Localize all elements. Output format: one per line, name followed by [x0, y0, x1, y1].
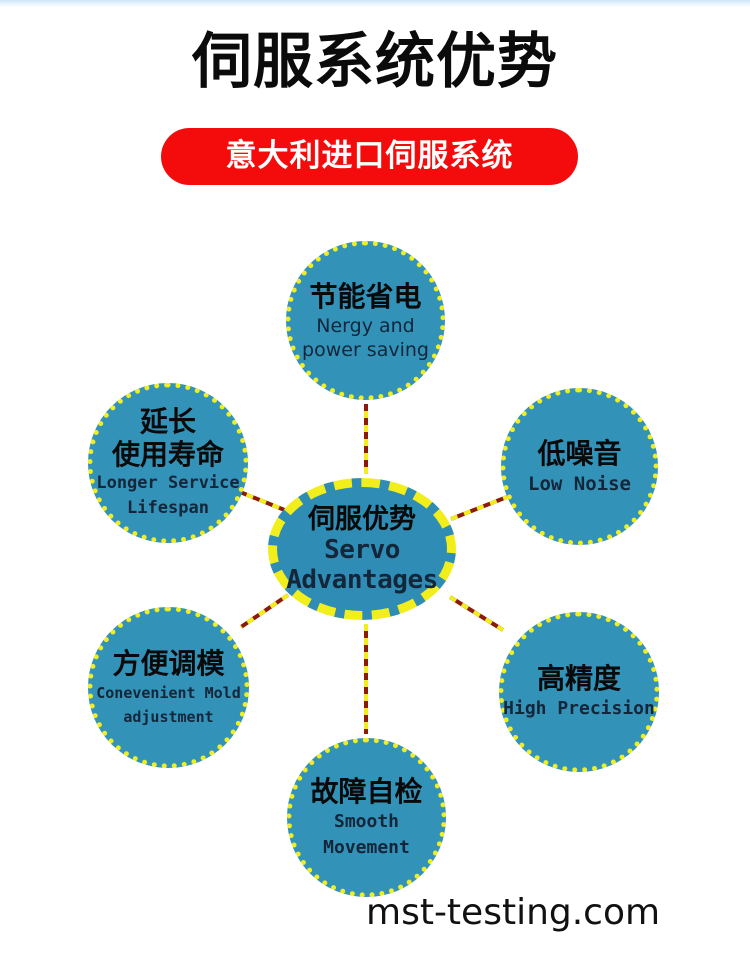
- hub-subtitle-en-line2: Advantages: [286, 564, 438, 595]
- node-title-cn: 高精度: [536, 662, 621, 695]
- node-subtitle-en-line1: Smooth: [333, 810, 400, 832]
- top-gradient-strip: [0, 0, 750, 7]
- connector-dash-hub-to-lower-right: [448, 595, 505, 632]
- page-title: 伺服系统优势: [192, 27, 558, 97]
- node-subtitle-en-line1: Nergy and: [316, 314, 415, 337]
- hub-title-cn: 伺服优势: [308, 503, 416, 535]
- node-title-cn: 低噪音: [537, 436, 622, 470]
- node-title-cn: 节能省电: [309, 279, 422, 313]
- diagram-node-convenient-mold-adjustment[interactable]: 方便调模 Conevenient Mold adjustment: [88, 607, 249, 768]
- hub-subtitle-en-line1: Servo: [324, 534, 400, 565]
- connector-dash-hub-to-lower-left: [239, 593, 290, 629]
- diagram-hub-servo-advantages[interactable]: 伺服优势 Servo Advantages: [268, 478, 456, 620]
- connector-dash-hub-to-upper-right: [450, 495, 508, 521]
- node-subtitle-en-line2: power saving: [302, 338, 429, 361]
- node-subtitle-en-line1: High Precision: [503, 698, 655, 719]
- diagram-node-longer-service-lifespan[interactable]: 延长 使用寿命 Longer Service Lifespan: [88, 383, 248, 543]
- subtitle-badge: 意大利进口伺服系统: [161, 128, 578, 185]
- node-subtitle-en-line1: Longer Service: [96, 473, 240, 493]
- diagram-node-fault-self-check[interactable]: 故障自检 Smooth Movement: [287, 738, 446, 897]
- connector-hub-to-upper-right: [450, 495, 508, 521]
- node-subtitle-en-line2: adjustment: [123, 707, 214, 726]
- node-title-cn-line1: 延长: [139, 405, 196, 438]
- connector-hub-to-lower-left: [239, 593, 290, 629]
- diagram-node-low-noise[interactable]: 低噪音 Low Noise: [501, 388, 658, 545]
- subtitle-badge-label: 意大利进口伺服系统: [225, 138, 514, 174]
- diagram-node-high-precision[interactable]: 高精度 High Precision: [499, 612, 659, 772]
- node-title-cn: 故障自检: [310, 774, 423, 808]
- node-subtitle-en-line2: Lifespan: [127, 498, 209, 518]
- node-subtitle-en-line1: Conevenient Mold: [96, 683, 241, 702]
- node-subtitle-en-line1: Low Noise: [528, 472, 631, 495]
- node-subtitle-en-line2: Movement: [323, 836, 410, 858]
- connector-hub-to-lower-right: [448, 595, 505, 632]
- site-watermark: mst-testing.com: [366, 892, 661, 933]
- node-title-cn-line2: 使用寿命: [111, 438, 224, 471]
- node-title-cn: 方便调模: [112, 646, 225, 680]
- diagram-node-energy-saving[interactable]: 节能省电 Nergy and power saving: [286, 241, 445, 400]
